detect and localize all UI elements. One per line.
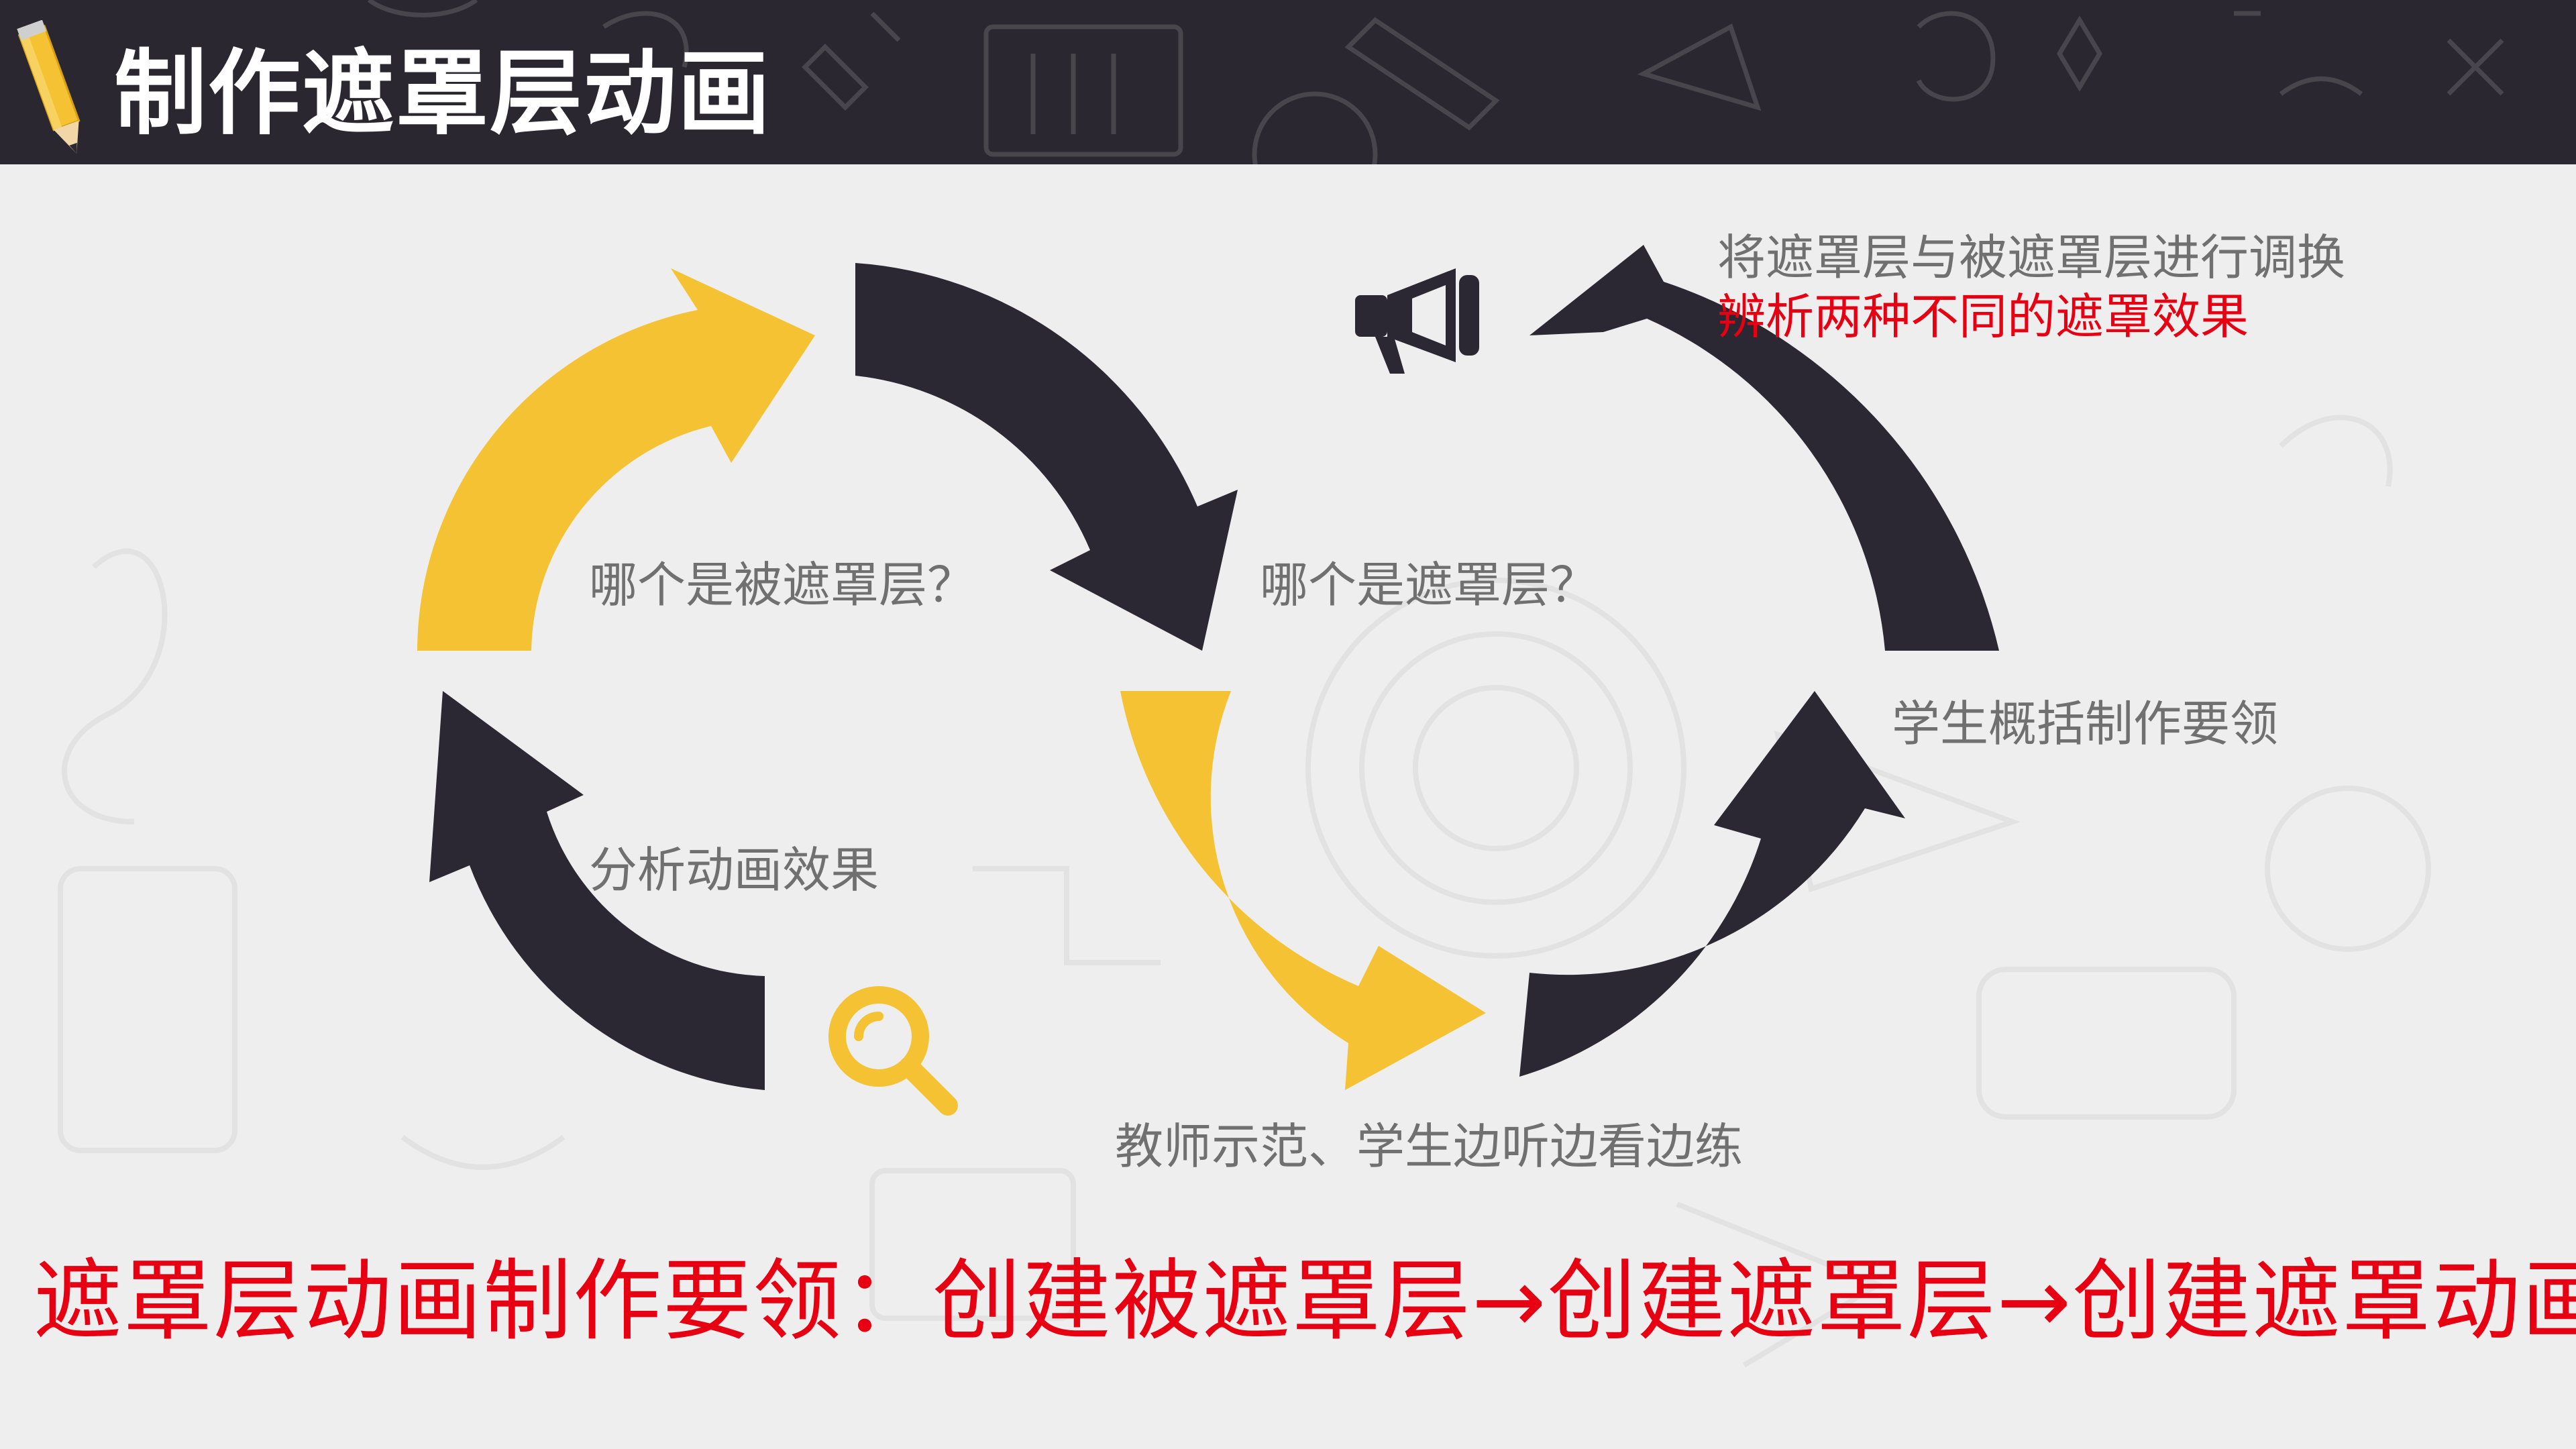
arrow-yellow-top-left [417,268,815,651]
pencil-icon [17,20,80,154]
page-title: 制作遮罩层动画 [114,40,772,148]
arrow-dark-bottom-right [1519,691,1905,1077]
label-which-mask: 哪个是遮罩层？ [1260,557,1599,613]
label-analyze: 分析动画效果 [589,842,879,898]
label-which-masked: 哪个是被遮罩层？ [589,557,976,613]
arrow-yellow-bottom-middle [1120,691,1486,1090]
arrow-dark-bottom-left [429,691,765,1090]
arrow-dark-top-middle [855,263,1238,651]
label-student-summary: 学生概括制作要领 [1892,696,2279,752]
arrow-dark-top-right [1529,245,1999,651]
header-doodles [367,0,2504,164]
background-doodles [58,415,2431,1368]
label-swap: 将遮罩层与被遮罩层进行调换 [1717,229,2346,286]
megaphone-icon [1355,268,1479,374]
magnifier-icon [828,986,958,1116]
header-bar: 制作遮罩层动画 [0,0,2576,164]
label-compare-effects: 辨析两种不同的遮罩效果 [1717,288,2249,345]
label-teacher-demo: 教师示范、学生边听边看边练 [1115,1118,1743,1175]
summary-line: 遮罩层动画制作要领：创建被遮罩层→创建遮罩层→创建遮罩动画 [34,1250,2576,1353]
